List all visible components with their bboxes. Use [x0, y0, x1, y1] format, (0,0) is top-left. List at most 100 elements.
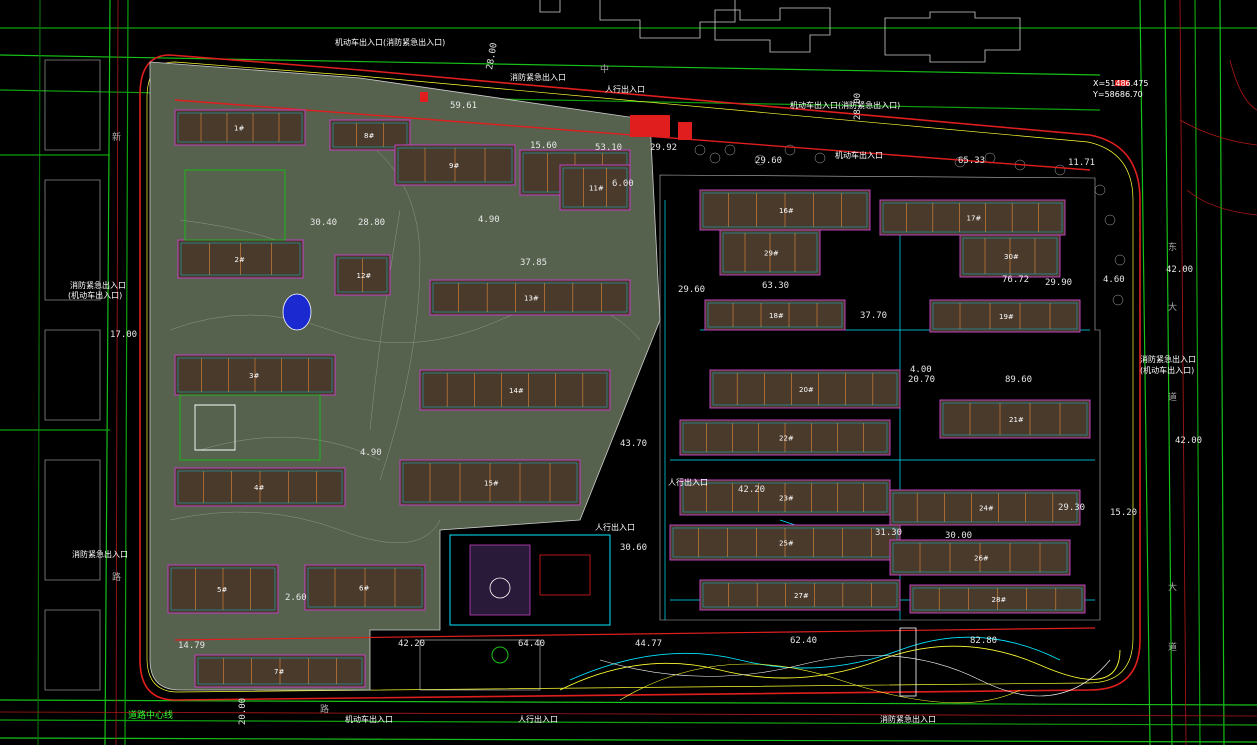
dim-d28: 30.60 — [620, 543, 647, 553]
dim-d9: 11.71 — [1068, 158, 1095, 168]
south-frontage-line — [174, 627, 1096, 641]
entrance-left-fire: 消防紧急出入口 — [70, 280, 126, 290]
dim-d32: 44.77 — [635, 639, 662, 649]
building-inner-line — [307, 567, 423, 608]
building-inner-line — [177, 112, 303, 143]
entrance-top-pedestrian: 人行出入口 — [605, 84, 645, 94]
building-30: 30# — [959, 234, 1061, 278]
north-frontage-line — [174, 99, 1091, 171]
building-27: 27# — [699, 579, 901, 611]
building-inner-line — [892, 492, 1078, 523]
building-inner-line — [402, 462, 578, 503]
building-17: 17# — [879, 199, 1066, 236]
dim-d18: 17.00 — [110, 330, 137, 340]
dim-d7: 29.60 — [755, 156, 782, 166]
entrance-bottom-fire: 消防紧急出入口 — [880, 714, 936, 724]
dim-d26: 29.30 — [1058, 503, 1085, 513]
building-inner-line — [942, 402, 1088, 436]
entrance-mid-pedestrian-2: 人行出入口 — [668, 477, 708, 487]
building-number: 13# — [524, 295, 539, 303]
building-footprint — [174, 109, 306, 146]
dim-d15: 37.70 — [860, 311, 887, 321]
road-label-right-1: 东 — [1168, 241, 1177, 253]
entrance-top-vehicle-fire: 机动车出入口(消防紧急出入口) — [335, 37, 445, 47]
road-label-top: 中 — [600, 63, 609, 75]
dim-d24: 4.90 — [360, 448, 382, 458]
dimensions-layer: 28.00 59.61 29.92 28.00 15.60 53.10 29.6… — [110, 42, 1202, 725]
entrance-left-fire-sub: (机动车出入口) — [68, 290, 122, 300]
road-label-bottom: 路 — [320, 703, 329, 715]
coordinate-y: Y=58686.70 — [1092, 90, 1143, 99]
building-inner-line — [177, 357, 333, 393]
building-inner-line — [882, 202, 1063, 233]
building-29: 29# — [719, 229, 821, 276]
building-4: 4# — [174, 467, 346, 507]
building-inner-line — [912, 587, 1083, 611]
building-footprint — [329, 119, 411, 151]
entrance-top-fire: 消防紧急出入口 — [510, 72, 566, 82]
building-number: 20# — [799, 386, 814, 394]
building-inner-line — [682, 482, 888, 513]
building-15: 15# — [399, 459, 581, 506]
dim-d33: 62.40 — [790, 636, 817, 646]
dim-d6: 53.10 — [595, 143, 622, 153]
building-inner-line — [962, 237, 1058, 275]
building-25: 25# — [669, 524, 901, 561]
road-label-right-5: 道 — [1168, 641, 1177, 653]
building-number: 11# — [589, 185, 604, 193]
building-inner-line — [702, 582, 898, 608]
building-number: 23# — [779, 495, 794, 503]
building-number: 17# — [967, 215, 982, 223]
dim-d21: 20.70 — [908, 375, 935, 385]
west-landscape-zone — [149, 61, 661, 691]
building-13: 13# — [429, 279, 631, 316]
west-plaza — [179, 169, 321, 461]
dim-d3: 29.92 — [650, 143, 677, 153]
building-16: 16# — [699, 189, 871, 231]
road-label-right-4: 大 — [1168, 581, 1177, 593]
building-inner-line — [432, 282, 628, 313]
building-footprint — [419, 369, 611, 411]
dim-d17: 42.00 — [1166, 265, 1193, 275]
dim-d13: 37.85 — [520, 258, 547, 268]
dim-d40: 76.72 — [1002, 275, 1029, 285]
entrance-right-fire: 消防紧急出入口 — [1140, 354, 1196, 364]
building-5: 5# — [167, 564, 279, 614]
dim-d16: 29.90 — [1045, 278, 1072, 288]
labels-layer: 机动车出入口(消防紧急出入口) 消防紧急出入口 人行出入口 机动车出入口(消防紧… — [68, 37, 1196, 724]
dim-d29: 31.30 — [875, 528, 902, 538]
building-footprint — [429, 279, 631, 316]
building-number: 12# — [357, 272, 372, 280]
dim-d27: 15.20 — [1110, 508, 1137, 518]
building-number: 27# — [794, 592, 809, 600]
dim-d20: 89.60 — [1005, 375, 1032, 385]
building-number: 1# — [234, 125, 244, 133]
entrance-bottom-pedestrian: 人行出入口 — [518, 714, 558, 724]
building-8: 8# — [329, 119, 411, 151]
dim-d2: 59.61 — [450, 101, 477, 111]
entrance-bottom-vehicle: 机动车出入口 — [345, 714, 393, 724]
building-inner-line — [892, 542, 1068, 573]
existing-buildings-top — [539, 0, 1021, 63]
entrance-left-lower-fire: 消防紧急出入口 — [72, 549, 128, 559]
entrance-mid-pedestrian-1: 人行出入口 — [595, 522, 635, 532]
building-number: 4# — [254, 484, 264, 492]
dim-d14: 63.30 — [762, 281, 789, 291]
pond — [282, 293, 312, 331]
dim-d8: 65.33 — [958, 156, 985, 166]
dim-d1: 28.00 — [485, 42, 500, 70]
building-footprint — [889, 489, 1081, 526]
existing-buildings-left — [44, 59, 101, 691]
building-inner-line — [712, 372, 898, 406]
dim-d25: 42.20 — [738, 485, 765, 495]
dim-d36: 20.00 — [238, 698, 248, 725]
building-20: 20# — [709, 369, 901, 409]
building-inner-line — [170, 567, 276, 611]
building-21: 21# — [939, 399, 1091, 439]
entrance-top-right-vehicle-fire: 机动车出入口(消防紧急出入口) — [790, 100, 900, 110]
entrance-right-fire-sub: (机动车出入口) — [1140, 365, 1194, 375]
building-inner-line — [422, 372, 608, 408]
building-number: 7# — [274, 668, 284, 676]
road-label-right-3: 道 — [1168, 391, 1177, 403]
building-number: 24# — [979, 505, 994, 513]
